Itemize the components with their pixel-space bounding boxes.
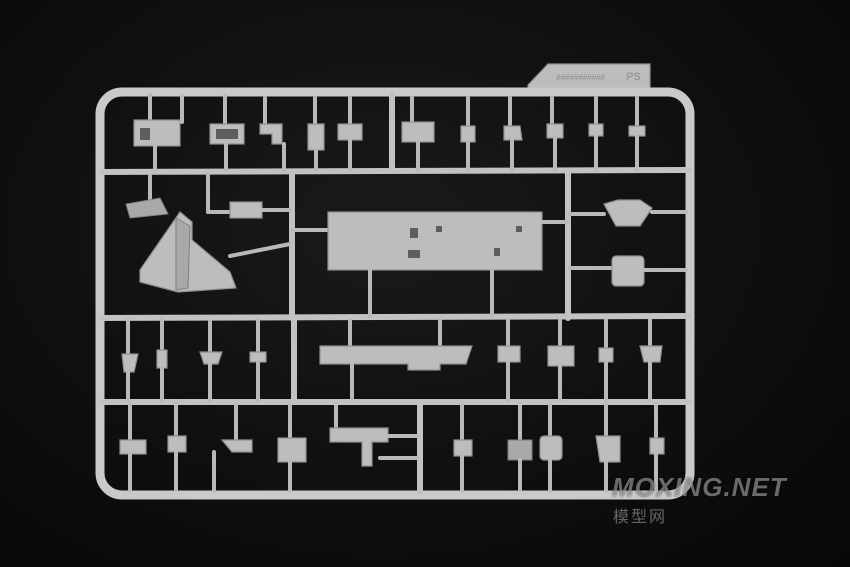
- top-row-parts: [133, 93, 646, 172]
- right-middle-parts: [568, 199, 688, 287]
- watermark-logo: MOXING.NET: [612, 472, 787, 502]
- central-panel: [290, 211, 570, 318]
- sprue-runners: [99, 91, 691, 495]
- sprue-frame: [95, 87, 695, 500]
- third-row-parts: [121, 318, 663, 402]
- sprue-tag-code: ###########: [556, 73, 605, 82]
- sprue-tag-letter: PS: [626, 71, 641, 83]
- bottom-row-parts: [119, 402, 665, 492]
- watermark-subtitle: 模型网: [613, 507, 668, 526]
- middle-left-parts: [125, 172, 292, 293]
